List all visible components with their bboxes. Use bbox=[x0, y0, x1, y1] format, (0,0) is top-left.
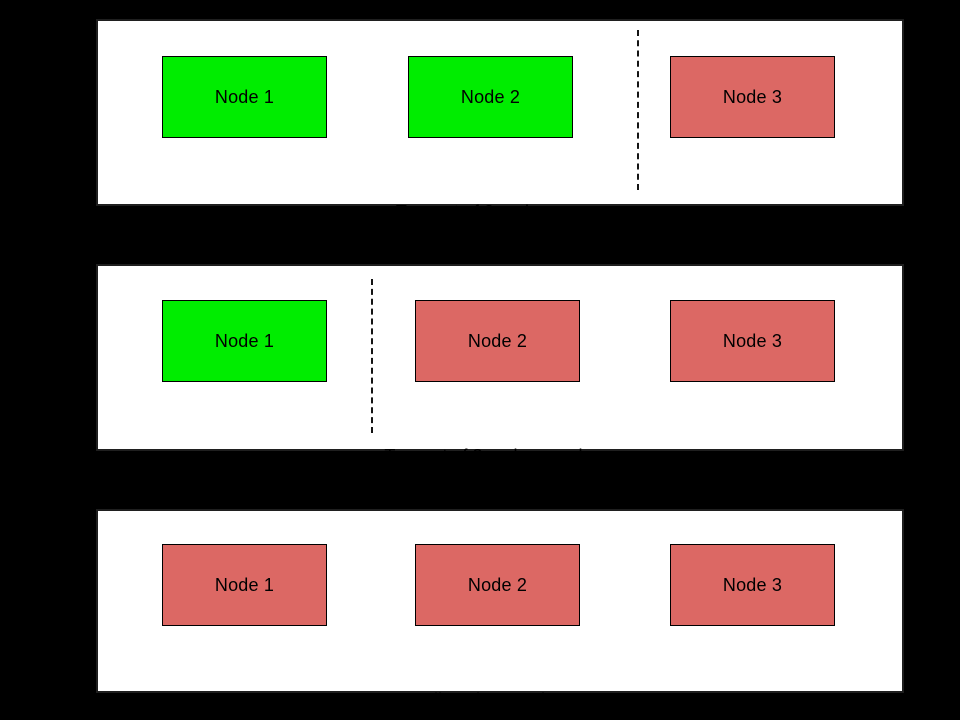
scenario-panel-two-nodes-down: Node 1 Node 2 Node 3 Two out of 3 nodes … bbox=[96, 264, 904, 532]
panel-caption: All Nodes are down Majority Fails & Clus… bbox=[98, 645, 902, 720]
node-label: Node 2 bbox=[460, 86, 521, 107]
node-label: Node 2 bbox=[467, 574, 528, 595]
node-box: Node 2 bbox=[408, 56, 573, 138]
node-label: Node 1 bbox=[214, 330, 275, 351]
node-box: Node 1 bbox=[162, 56, 327, 138]
scenario-panel-two-nodes-up: Node 1 Node 2 Node 3 Two out of 3 nodes … bbox=[96, 19, 904, 288]
node-label: Node 3 bbox=[722, 86, 783, 107]
node-box: Node 3 bbox=[670, 544, 835, 626]
node-label: Node 1 bbox=[214, 574, 275, 595]
partition-divider bbox=[637, 30, 639, 190]
scenario-panel-all-nodes-down: Node 1 Node 2 Node 3 All Nodes are down … bbox=[96, 509, 904, 710]
node-box: Node 2 bbox=[415, 300, 580, 382]
node-box: Node 2 bbox=[415, 544, 580, 626]
node-label: Node 2 bbox=[467, 330, 528, 351]
node-label: Node 3 bbox=[722, 574, 783, 595]
node-box: Node 3 bbox=[670, 56, 835, 138]
node-box: Node 3 bbox=[670, 300, 835, 382]
node-box: Node 1 bbox=[162, 544, 327, 626]
node-label: Node 3 bbox=[722, 330, 783, 351]
caption-line: All Nodes are down bbox=[421, 690, 579, 710]
partition-divider bbox=[371, 279, 373, 433]
caption-line: Two out of 3 nodes are down bbox=[384, 446, 616, 466]
caption-line: Two out of 3 nodes are up bbox=[395, 202, 605, 222]
node-box: Node 1 bbox=[162, 300, 327, 382]
node-label: Node 1 bbox=[214, 86, 275, 107]
